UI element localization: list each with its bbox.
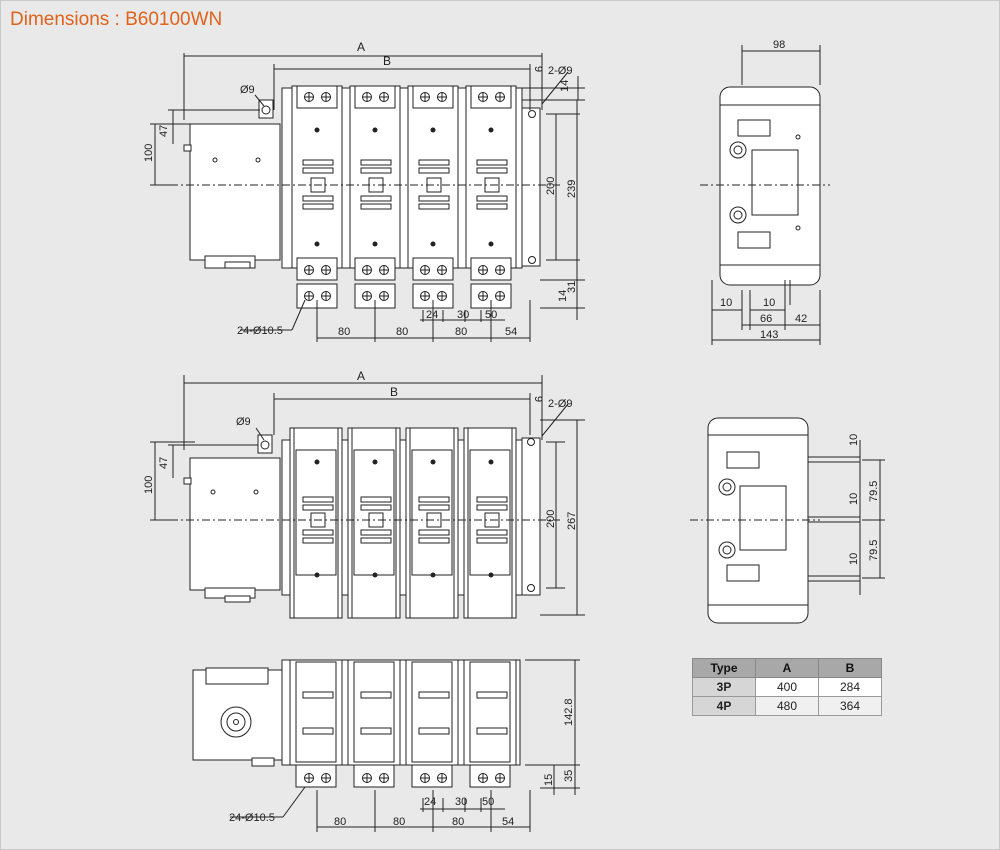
table-cell: 364 — [818, 696, 882, 716]
table-header: A — [755, 658, 819, 678]
top-dim-14a: 14 — [559, 80, 571, 92]
table-row: 3P 400 284 — [692, 677, 882, 697]
top-dim-239: 239 — [566, 180, 578, 198]
mid-dim-b: B — [390, 385, 398, 399]
bottom-dim-24: 24 — [424, 796, 436, 808]
bottom-dim-30: 30 — [455, 796, 467, 808]
top-dim-30: 30 — [457, 309, 469, 321]
mid-side-view — [690, 417, 885, 624]
top-dim-50: 50 — [485, 309, 497, 321]
top-dim-80a: 80 — [338, 326, 350, 338]
bottom-dim-35: 35 — [563, 770, 575, 782]
top-dim-80c: 80 — [455, 326, 467, 338]
table-header: B — [818, 658, 882, 678]
top-front-view — [150, 53, 585, 342]
top-dim-a: A — [357, 40, 365, 54]
bottom-dim-50: 50 — [482, 796, 494, 808]
top-dim-100: 100 — [143, 144, 155, 162]
mid-dim-9: 9 — [532, 396, 544, 402]
top-dim-80b: 80 — [396, 326, 408, 338]
table-cell: 284 — [818, 677, 882, 697]
mid-side-dim-10b: 10 — [848, 493, 860, 505]
side-dim-143: 143 — [760, 329, 778, 341]
table-cell: 480 — [755, 696, 819, 716]
top-dim-14b: 14 — [557, 290, 569, 302]
top-dim-47: 47 — [158, 125, 170, 137]
top-dim-b: B — [383, 54, 391, 68]
bottom-dim-54: 54 — [502, 816, 514, 828]
mid-side-dim-10a: 10 — [848, 434, 860, 446]
bottom-dim-1428: 142.8 — [563, 698, 575, 726]
table-header: Type — [692, 658, 756, 678]
top-dim-54: 54 — [505, 326, 517, 338]
side-dim-10b: 10 — [763, 297, 775, 309]
mid-dim-47: 47 — [158, 457, 170, 469]
top-dim-200: 200 — [545, 177, 557, 195]
bottom-view — [192, 659, 580, 832]
table-cell: 400 — [755, 677, 819, 697]
mid-dim-267: 267 — [566, 512, 578, 530]
bottom-dim-80b: 80 — [393, 816, 405, 828]
top-hole-right: 2-Ø9 — [548, 65, 572, 77]
mid-side-dim-795a: 79.5 — [868, 481, 880, 502]
bottom-holes-label: 24-Ø10.5 — [229, 812, 275, 824]
mid-front-view — [150, 375, 585, 619]
page-title: Dimensions : B60100WN — [10, 9, 223, 30]
side-dim-10a: 10 — [720, 297, 732, 309]
top-dim-24: 24 — [426, 309, 438, 321]
type-dimension-table: Type A B 3P 400 284 4P 480 364 — [692, 658, 882, 716]
mid-dim-100: 100 — [143, 476, 155, 494]
bottom-dim-80c: 80 — [452, 816, 464, 828]
top-holes-label: 24-Ø10.5 — [237, 325, 283, 337]
table-cell: 3P — [692, 677, 756, 697]
mid-dim-200: 200 — [545, 510, 557, 528]
top-dim-31: 31 — [566, 281, 578, 293]
top-side-view — [700, 45, 830, 345]
mid-dim-a: A — [357, 369, 365, 383]
bottom-dim-15: 15 — [543, 774, 555, 786]
top-hole-left: Ø9 — [240, 84, 255, 96]
mid-side-dim-10c: 10 — [848, 553, 860, 565]
top-dim-9: 9 — [532, 66, 544, 72]
bottom-dim-80a: 80 — [334, 816, 346, 828]
side-dim-42: 42 — [795, 313, 807, 325]
mid-side-dim-795b: 79.5 — [868, 540, 880, 561]
mid-hole-left: Ø9 — [236, 416, 251, 428]
table-row: 4P 480 364 — [692, 696, 882, 716]
table-cell: 4P — [692, 696, 756, 716]
side-dim-66: 66 — [760, 313, 772, 325]
table-header-row: Type A B — [692, 658, 882, 678]
mid-hole-right: 2-Ø9 — [548, 398, 572, 410]
side-dim-98: 98 — [773, 39, 785, 51]
